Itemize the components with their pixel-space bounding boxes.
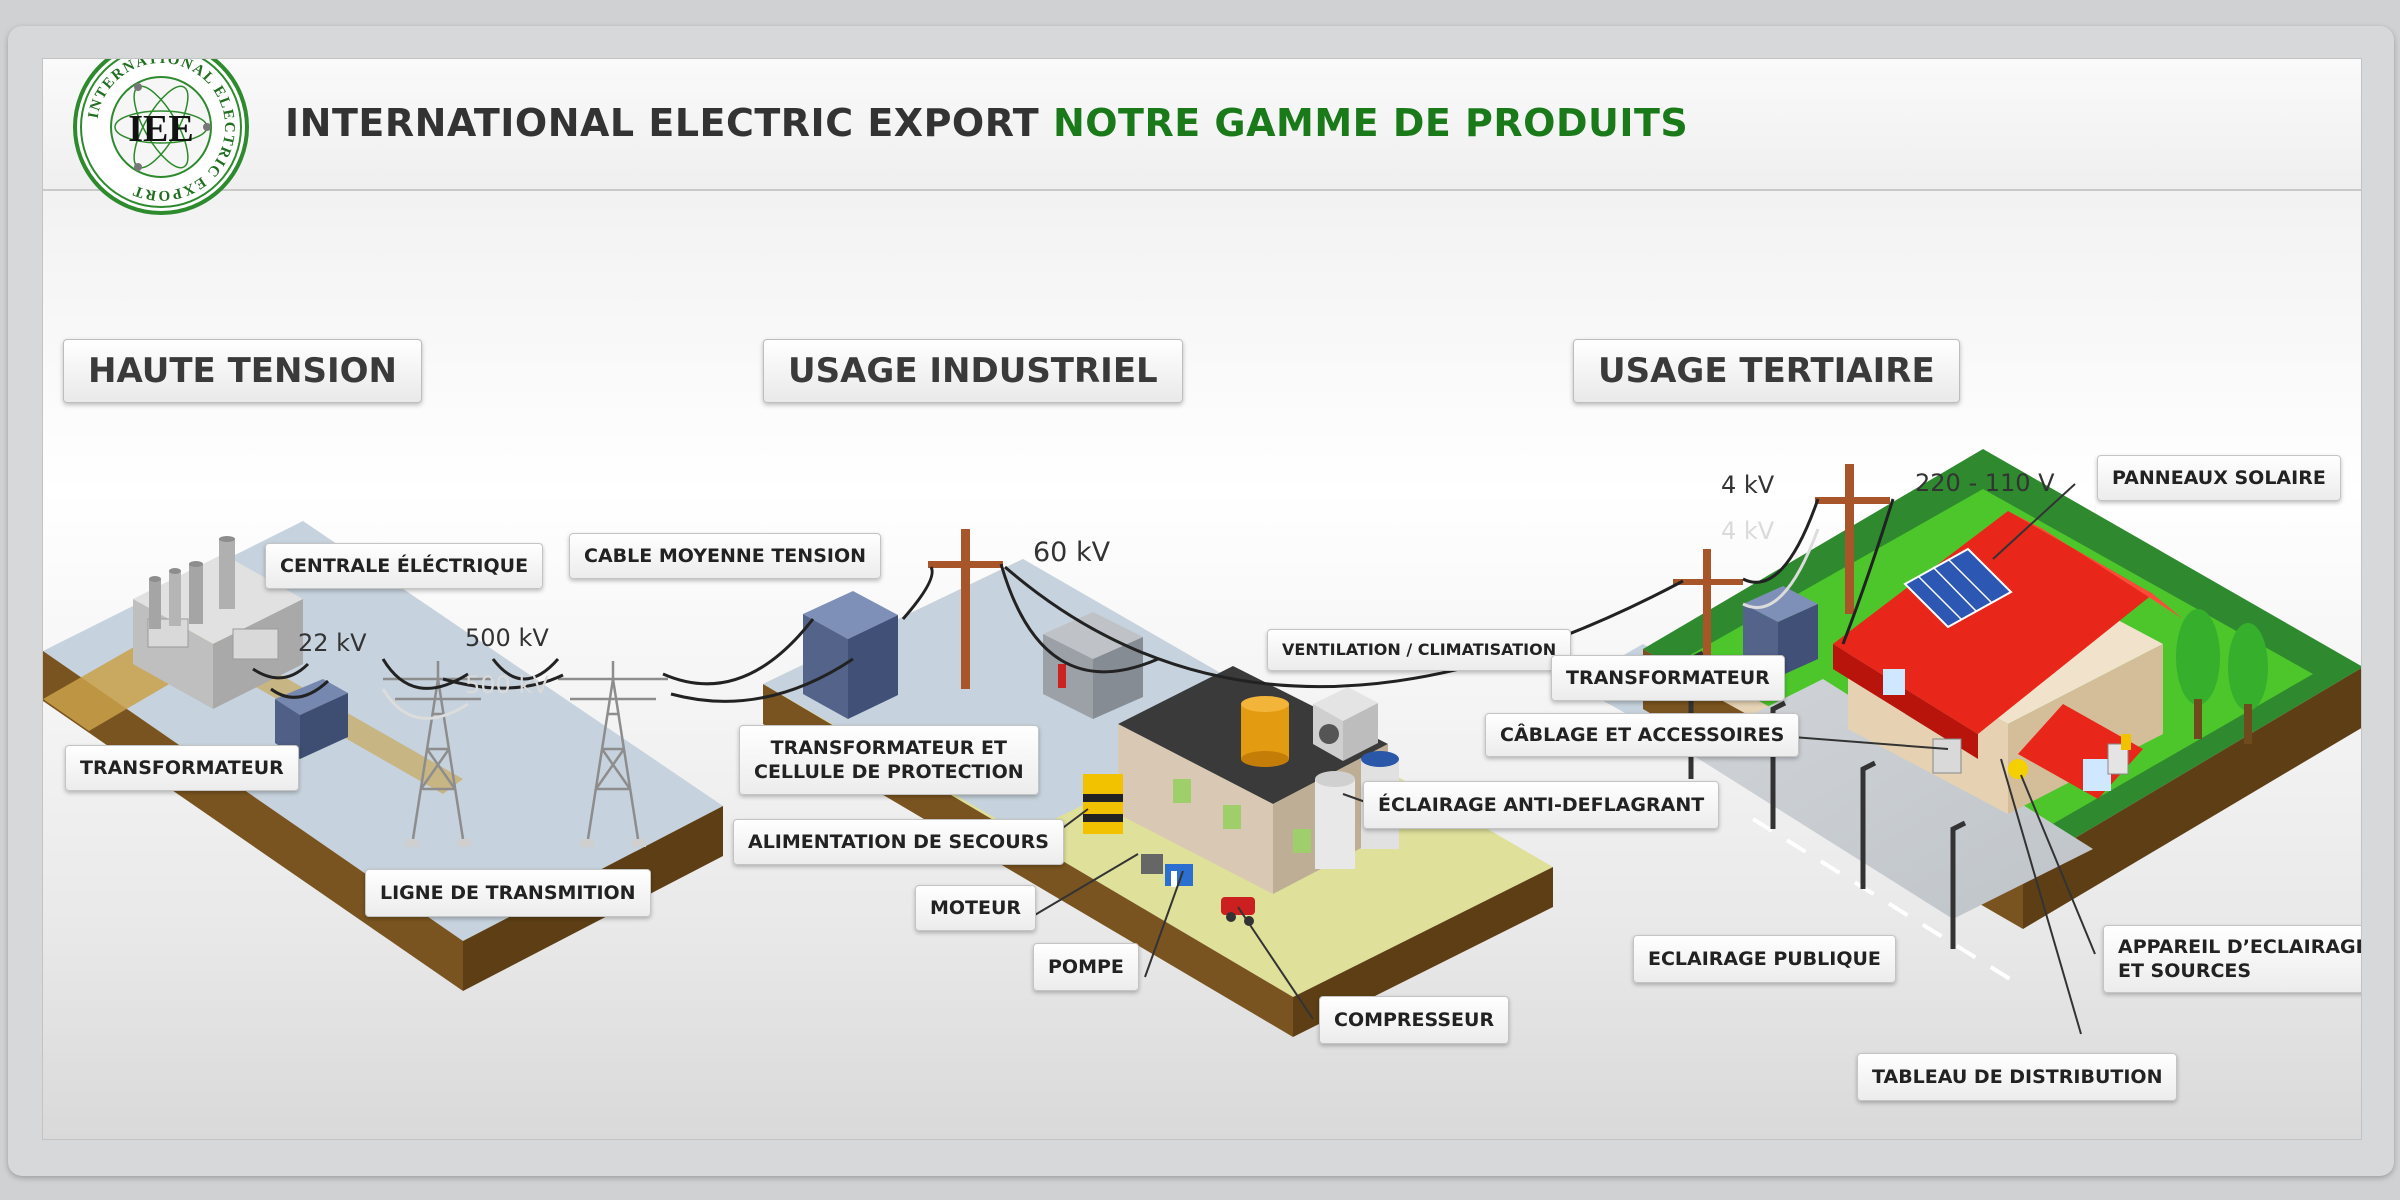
- power-plant: [133, 536, 303, 709]
- label-appareil-eclairage: APPAREIL D’ECLAIRAGE ET SOURCES: [2103, 925, 2362, 993]
- label-transformateur-cellule-line2: CELLULE DE PROTECTION: [754, 761, 1024, 783]
- label-moteur: MOTEUR: [915, 885, 1037, 931]
- label-centrale-electrique: CENTRALE ÉLÉCTRIQUE: [265, 543, 544, 589]
- voltage-22kv: 22 kV: [298, 629, 367, 657]
- label-cablage-accessoires: CÂBLAGE ET ACCESSOIRES: [1485, 713, 1800, 757]
- switchgear-cabinet: [1043, 612, 1143, 719]
- header-band: [43, 59, 2361, 191]
- label-transformateur-ht: TRANSFORMATEUR: [65, 745, 299, 791]
- industrial-pole: [928, 529, 1003, 689]
- voltage-4kv: 4 kV: [1721, 471, 1775, 499]
- gas-tanks: [1315, 751, 1399, 869]
- tertiary-poles: [1673, 464, 1890, 689]
- label-transformateur-cellule: TRANSFORMATEUR ET CELLULE DE PROTECTION: [739, 725, 1039, 795]
- label-eclairage-anti-deflagrant: ÉCLAIRAGE ANTI-DEFLAGRANT: [1363, 781, 1720, 829]
- label-transformateur-tertiaire: TRANSFORMATEUR: [1551, 655, 1785, 701]
- trees: [2176, 609, 2268, 744]
- ht-transformer-unit: [275, 679, 348, 759]
- power-lines-reflection: [381, 528, 1820, 720]
- iee-logo: INTERNATIONAL ELECTRIC EXPORT IEE: [73, 59, 249, 215]
- voltage-220-110v: 220 - 110 V: [1915, 469, 2055, 497]
- page-tagline: NOTRE GAMME DE PRODUITS: [1052, 101, 1689, 145]
- voltage-500kv: 500 kV: [465, 624, 549, 652]
- voltage-4kv-reflection: 4 kV: [1721, 517, 1775, 545]
- label-eclairage-publique: ECLAIRAGE PUBLIQUE: [1633, 935, 1896, 983]
- main-panel: INTERNATIONAL ELECTRIC EXPORT IEE INTERN…: [42, 58, 2362, 1140]
- house: [1833, 511, 2183, 814]
- label-appareil-eclairage-line1: APPAREIL D’ECLAIRAGE: [2118, 936, 2362, 958]
- section-haute-tension: HAUTE TENSION: [63, 339, 422, 403]
- roof-tank: [1241, 696, 1289, 767]
- label-tableau-distribution: TABLEAU DE DISTRIBUTION: [1857, 1053, 2178, 1101]
- pylon-bases: [405, 839, 646, 847]
- label-appareil-eclairage-line2: ET SOURCES: [2118, 960, 2252, 982]
- section-usage-industriel: USAGE INDUSTRIEL: [763, 339, 1183, 403]
- label-panneaux-solaire: PANNEAUX SOLAIRE: [2097, 455, 2341, 501]
- page-title: INTERNATIONAL ELECTRIC EXPORT NOTRE GAMM…: [285, 101, 1688, 145]
- backup-generator: [1083, 774, 1123, 834]
- label-ligne-transmition: LIGNE DE TRANSMITION: [365, 869, 651, 917]
- section-usage-tertiaire: USAGE TERTIAIRE: [1573, 339, 1960, 403]
- label-pompe: POMPE: [1033, 943, 1139, 991]
- logo-monogram: IEE: [128, 108, 193, 150]
- motor-pump: [1141, 854, 1193, 887]
- power-lines: [252, 498, 1895, 703]
- ac-unit: [1313, 687, 1378, 761]
- voltage-500kv-reflection: 500 kV: [465, 671, 549, 699]
- energy-chain-illustration: [43, 449, 2361, 1037]
- transmission-pylons: [383, 661, 668, 840]
- label-cable-moyenne-tension: CABLE MOYENNE TENSION: [569, 533, 881, 579]
- industrial-transformer: [803, 591, 898, 719]
- label-transformateur-cellule-line1: TRANSFORMATEUR ET: [770, 737, 1007, 759]
- compressor: [1221, 897, 1255, 926]
- label-compresseur: COMPRESSEUR: [1319, 996, 1510, 1044]
- voltage-60kv: 60 kV: [1033, 537, 1111, 568]
- label-alimentation-secours: ALIMENTATION DE SECOURS: [733, 819, 1064, 865]
- label-ventilation-climatisation: VENTILATION / CLIMATISATION: [1267, 629, 1572, 671]
- company-name: INTERNATIONAL ELECTRIC EXPORT: [285, 101, 1040, 145]
